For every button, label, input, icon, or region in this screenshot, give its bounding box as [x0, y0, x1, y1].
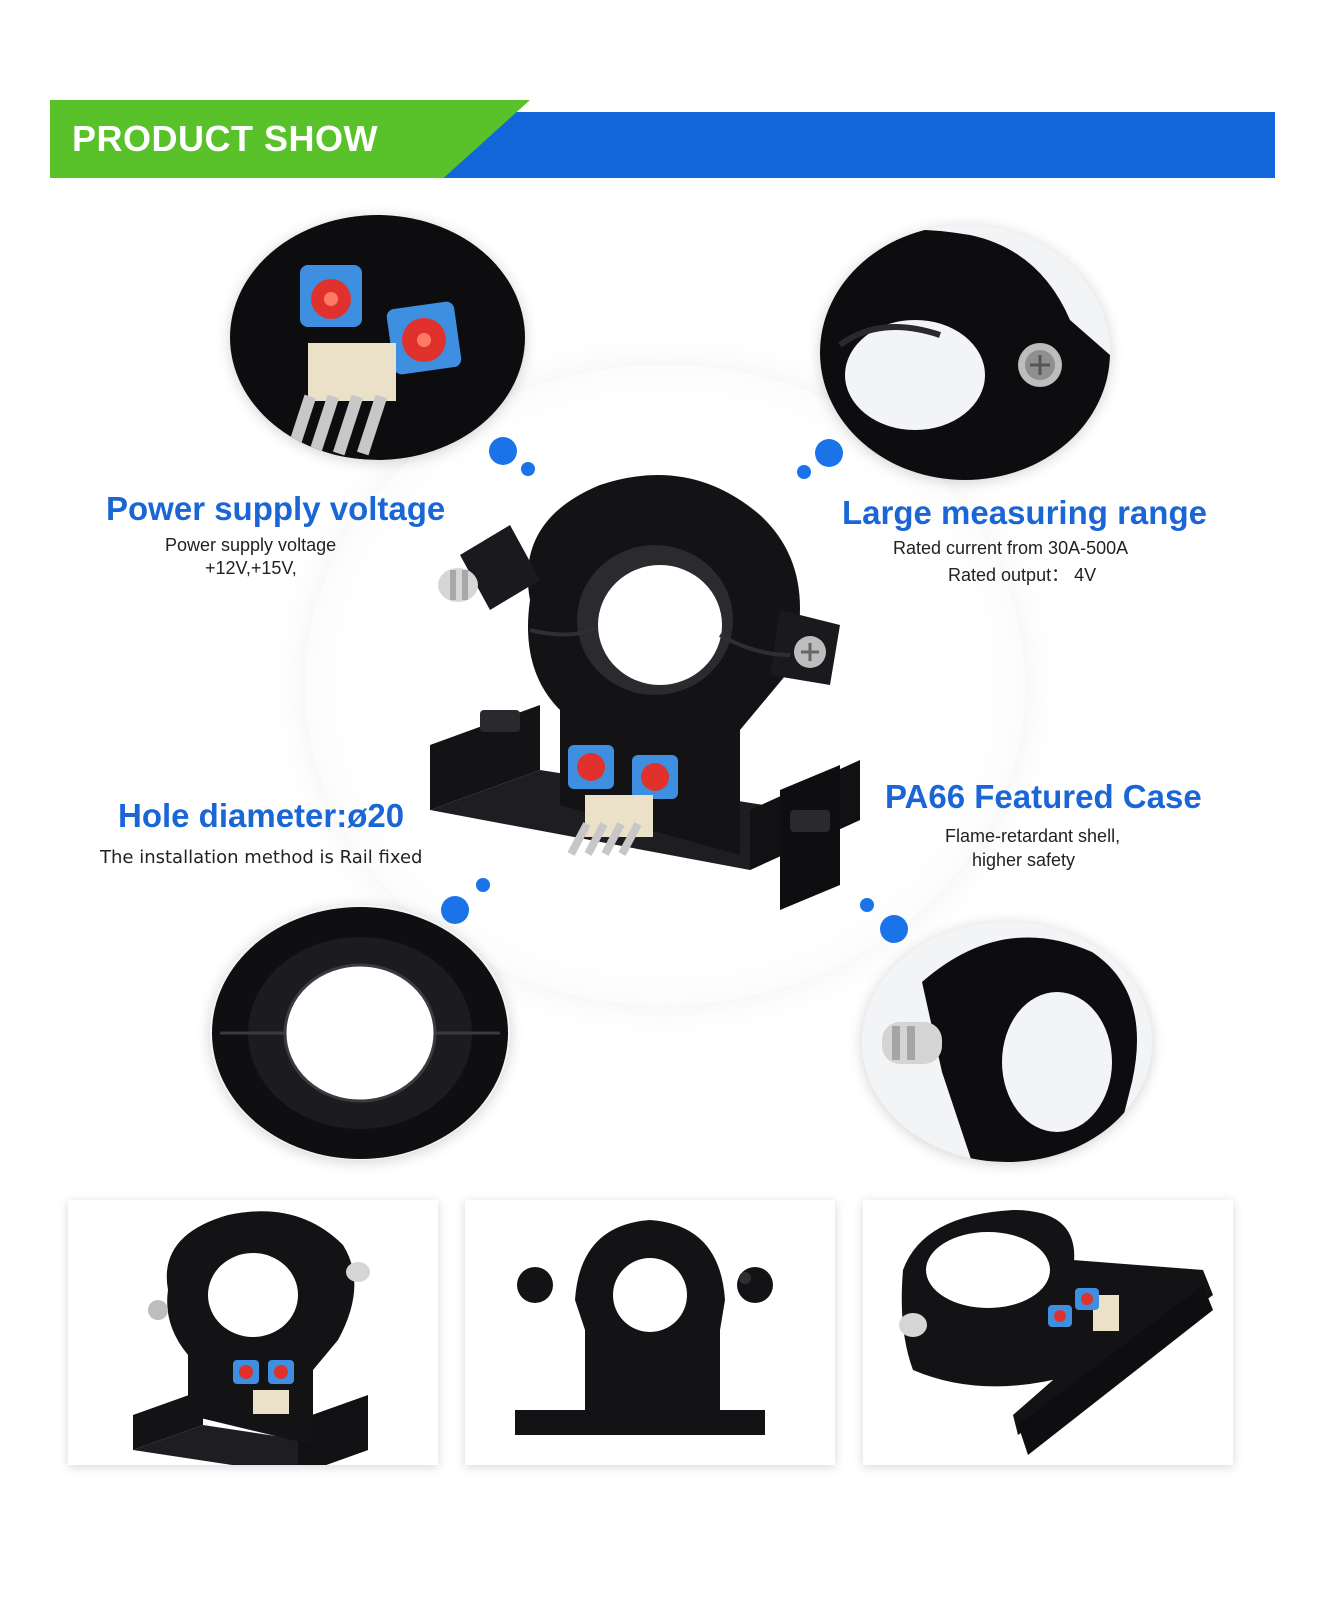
feature-range-line-2: Rated output： 4V: [948, 565, 1097, 585]
connector-dot: [476, 878, 490, 892]
feature-case-title: PA66 Featured Case: [885, 778, 1202, 815]
connector-dot: [521, 462, 535, 476]
feature-case-line-2: higher safety: [972, 850, 1076, 870]
banner-blue-stripe: [410, 112, 1275, 178]
product-photo-lying: [863, 1200, 1233, 1465]
feature-case-line-1: Flame-retardant shell,: [945, 826, 1121, 846]
connector-dot: [489, 437, 517, 465]
feature-hole-line-1: The installation method is Rail fixed: [100, 847, 423, 868]
connector-dot: [860, 898, 874, 912]
banner-green-tab: [50, 100, 530, 178]
detail-screw-image: [820, 225, 1110, 480]
main-product-image: [420, 460, 900, 920]
feature-range-line-1: Rated current from 30A-500A: [893, 538, 1129, 558]
header-banner: PRODUCT SHOW: [50, 100, 1275, 180]
feature-power-title: Power supply voltage: [106, 490, 446, 527]
page-title: PRODUCT SHOW: [72, 118, 378, 159]
connector-dot: [880, 915, 908, 943]
detail-potentiometers-image: [230, 215, 525, 460]
feature-hole-title: Hole diameter:ø20: [118, 797, 405, 834]
detail-side-image: [862, 922, 1152, 1162]
feature-power-line-1: Power supply voltage: [165, 535, 337, 555]
connector-dot: [797, 465, 811, 479]
connector-dot: [441, 896, 469, 924]
detail-ring-image: [210, 905, 510, 1160]
product-photo-front: [68, 1200, 438, 1465]
connector-dot: [815, 439, 843, 467]
feature-power-line-2: +12V,+15V,: [205, 558, 297, 578]
product-photo-back: [465, 1200, 835, 1465]
feature-range-title: Large measuring range: [842, 494, 1207, 531]
